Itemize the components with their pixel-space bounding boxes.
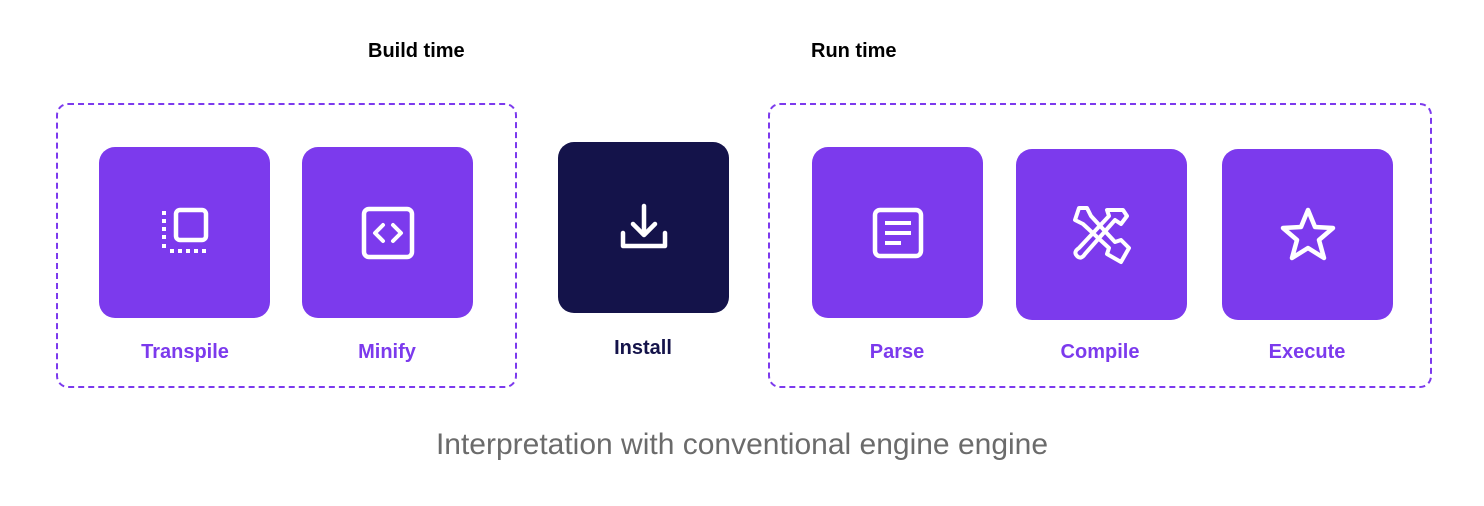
compile-label: Compile <box>1060 341 1140 363</box>
code-brackets-icon <box>360 205 416 261</box>
transpile-step <box>99 147 270 318</box>
tools-icon <box>1071 204 1133 266</box>
run-time-label: Run time <box>811 40 897 62</box>
download-icon <box>616 200 672 256</box>
execute-step <box>1222 149 1393 320</box>
execute-label: Execute <box>1268 341 1346 363</box>
transpile-label: Transpile <box>141 341 229 363</box>
minify-label: Minify <box>358 341 416 363</box>
figure-caption: Interpretation with conventional engine … <box>435 428 1049 461</box>
install-label: Install <box>614 337 672 359</box>
install-step <box>558 142 729 313</box>
star-icon <box>1278 205 1338 265</box>
compile-step <box>1016 149 1187 320</box>
build-time-group <box>56 103 517 388</box>
minify-step <box>302 147 473 318</box>
transpile-icon <box>157 205 213 261</box>
run-time-group <box>768 103 1432 388</box>
document-icon <box>870 205 926 261</box>
parse-label: Parse <box>869 341 925 363</box>
build-time-label: Build time <box>368 40 465 62</box>
parse-step <box>812 147 983 318</box>
